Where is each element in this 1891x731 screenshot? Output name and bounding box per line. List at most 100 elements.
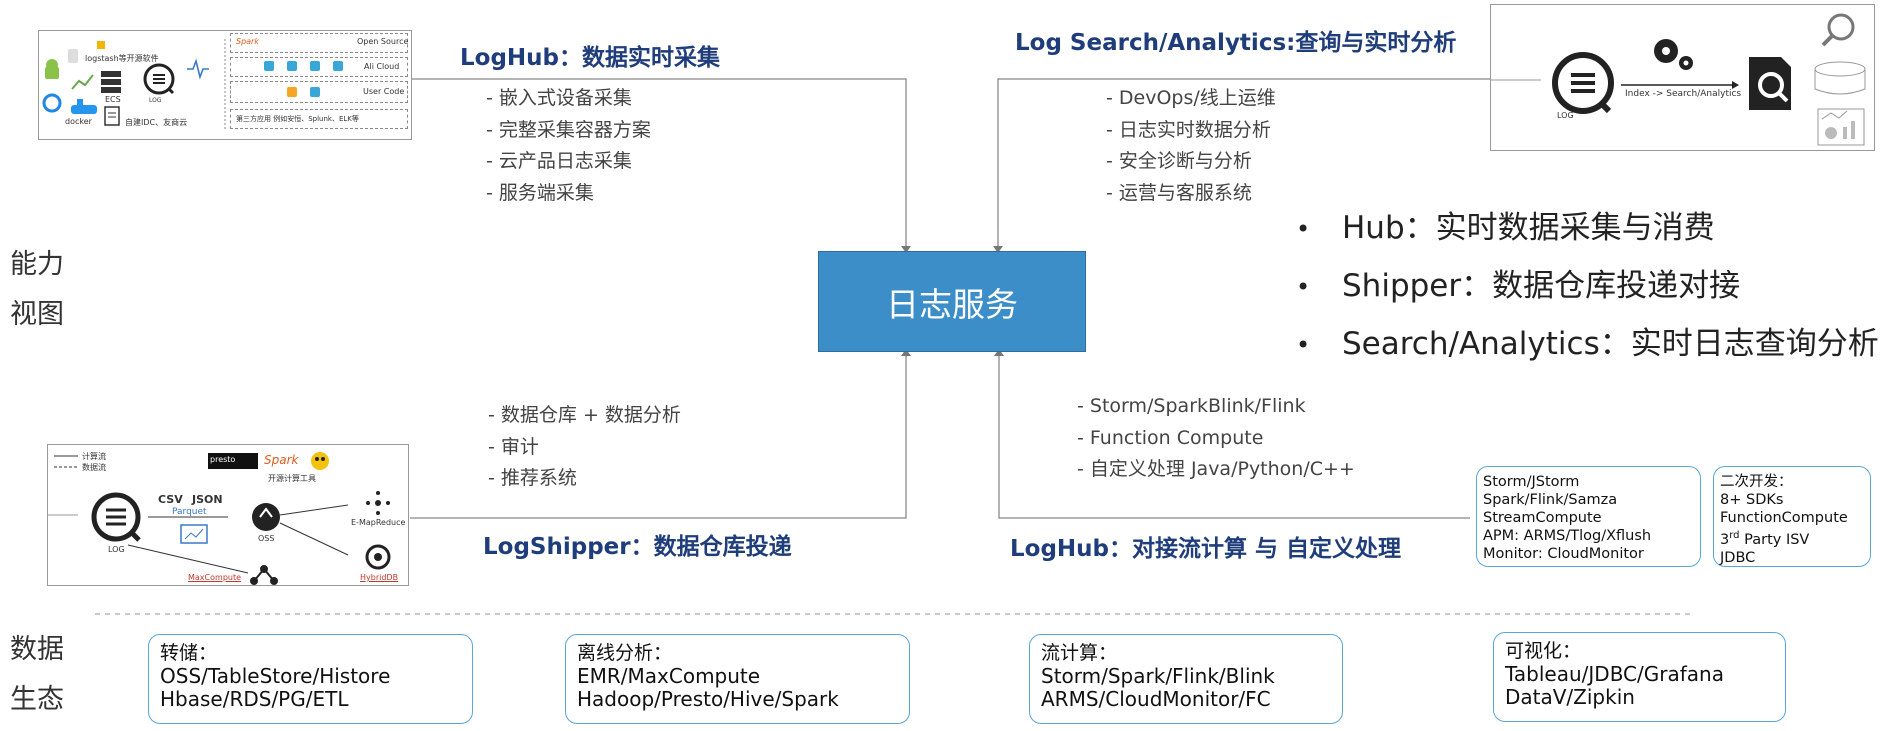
table-icon [180, 524, 208, 544]
file-icon [104, 106, 120, 126]
maxcompute-label: MaxCompute [188, 573, 242, 582]
csv-label: CSV [158, 493, 183, 506]
eco-line: Storm/Spark/Flink/Blink [1041, 664, 1275, 688]
emr-icon [366, 491, 390, 515]
logstash-label: logstash等开源软件 [85, 54, 159, 63]
summary-item-search: Search/Analytics：实时日志查询分析 [1296, 316, 1879, 374]
eco-line: EMR/MaxCompute [577, 664, 761, 688]
eco-line: Hbase/RDS/PG/ETL [160, 687, 349, 711]
eco-title: 离线分析： [577, 642, 673, 664]
stream-compute-box: Storm/JStorm Spark/Flink/Samza StreamCom… [1476, 466, 1701, 567]
tools-label: 开源计算工具 [268, 474, 316, 483]
wire-loghub-collect [410, 78, 907, 251]
third-party-sup: rd [1729, 530, 1740, 541]
dev-line: 二次开发： [1720, 474, 1793, 490]
legend-compute-label: 计算流 [82, 452, 106, 461]
json-label: JSON [192, 493, 223, 506]
oss-icon [252, 503, 280, 531]
dev-line: FunctionCompute [1720, 510, 1848, 526]
android-icon [45, 59, 59, 79]
log-label: LOG [149, 97, 162, 104]
spark-label: Spark [264, 453, 299, 467]
log-icon [91, 492, 141, 542]
eco-box-offline: 离线分析： EMR/MaxCompute Hadoop/Presto/Hive/… [565, 634, 910, 724]
to-hybriddb-line [279, 522, 349, 556]
flow-arrow-head [1732, 81, 1739, 89]
emr-label: E-MapReduce [351, 518, 406, 527]
list-item: 数据仓库 + 数据分析 [488, 400, 681, 432]
list-item: 服务端采集 [486, 178, 651, 210]
maxcompute-icon [250, 565, 278, 585]
arrow-in-stream [994, 349, 1004, 356]
shipper-illustration: 计算流 数据流 presto Spark 开源计算工具 CSV JSON Par… [47, 444, 409, 586]
secondary-dev-box: 二次开发： 8+ SDKs FunctionCompute 3rd Party … [1713, 466, 1871, 567]
summary-list: Hub：实时数据采集与消费 Shipper：数据仓库投递对接 Search/An… [1296, 200, 1879, 374]
stream-line: Spark/Flink/Samza [1483, 492, 1618, 508]
ecosystem-label-line2: 生态 [10, 684, 64, 715]
magnifier-icon [1821, 13, 1855, 47]
dev-line: 8+ SDKs [1720, 492, 1784, 508]
eco-title: 转储： [160, 642, 218, 664]
list-item: 日志实时数据分析 [1106, 115, 1276, 147]
search-graphics [1491, 13, 1866, 146]
third-party-label: 第三方应用 例如安恒、Splunk、ELK等 [236, 115, 359, 123]
to-maxcompute-line [127, 544, 249, 574]
capability-label-line1: 能力 [10, 249, 64, 280]
loghub-collect-title: LogHub：数据实时采集 [460, 45, 721, 71]
ali-cloud-label: Ali Cloud [364, 62, 400, 71]
logshipper-list: 数据仓库 + 数据分析 审计 推荐系统 [488, 400, 681, 495]
wire-log-search [997, 78, 1490, 251]
search-doc-icon [1749, 57, 1791, 110]
idc-label: 自建IDC、友商云 [125, 118, 188, 127]
capability-view-label: 能力 视图 [10, 240, 64, 340]
eco-line: ARMS/CloudMonitor/FC [1041, 687, 1271, 711]
eco-box-visual: 可视化： Tableau/JDBC/Grafana DataV/Zipkin [1493, 632, 1786, 722]
eco-box-dump: 转储： OSS/TableStore/Histore Hbase/RDS/PG/… [148, 634, 473, 724]
search-flow-label: Index -> Search/Analytics [1625, 89, 1742, 99]
legend-data-label: 数据流 [82, 463, 106, 472]
eco-title: 可视化： [1505, 640, 1582, 662]
summary-item-hub: Hub：实时数据采集与消费 [1296, 200, 1879, 258]
arrow-in-search [993, 246, 1003, 253]
presto-logo [208, 453, 258, 469]
device-icon [68, 49, 78, 63]
loghub-collect-list: 嵌入式设备采集 完整采集容器方案 云产品日志采集 服务端采集 [486, 83, 651, 209]
chart-icon [71, 74, 94, 90]
shipper-graphics [48, 452, 391, 585]
open-source-row [230, 33, 408, 53]
hybriddb-icon [365, 544, 391, 570]
ecosystem-label-line1: 数据 [10, 634, 64, 665]
stream-line: StreamCompute [1483, 510, 1602, 526]
list-item: 嵌入式设备采集 [486, 83, 651, 115]
logshipper-title: LogShipper：数据仓库投递 [483, 534, 792, 560]
dev-line: JDBC [1720, 549, 1756, 566]
open-source-label: Open Source [357, 37, 409, 46]
log-icon [1552, 52, 1614, 114]
collection-illustration: logstash等开源软件 ECS docker 自建IDC、友商云 LOG S… [38, 30, 412, 140]
oss-label: OSS [258, 534, 275, 543]
collection-graphics [42, 39, 343, 131]
user-code-row [230, 81, 408, 103]
stream-line: Storm/JStorm [1483, 474, 1580, 490]
list-item: Function Compute [1077, 423, 1355, 455]
wire-loghub-stream [998, 351, 1470, 519]
ali-cloud-row [230, 57, 408, 77]
list-item: 审计 [488, 432, 681, 464]
loghub-stream-title: LogHub：对接流计算 与 自定义处理 [1010, 536, 1402, 562]
to-emr-line [279, 504, 349, 516]
server-icon [101, 71, 121, 93]
parquet-label: Parquet [172, 507, 207, 517]
third-party-row [230, 109, 408, 129]
search-log-label: LOG [1557, 111, 1574, 120]
docker-icon [71, 99, 97, 114]
list-item: 云产品日志采集 [486, 146, 651, 178]
list-item: 运营与客服系统 [1106, 178, 1276, 210]
stream-line: Monitor: CloudMonitor [1483, 546, 1644, 562]
spark-label: Spark [236, 37, 259, 46]
capability-label-line2: 视图 [10, 299, 64, 330]
log-icon [143, 63, 175, 95]
list-item: DevOps/线上运维 [1106, 83, 1276, 115]
third-party-rest: Party ISV [1739, 531, 1810, 548]
gear-icon [1654, 39, 1693, 70]
ecs-label: ECS [105, 95, 121, 104]
